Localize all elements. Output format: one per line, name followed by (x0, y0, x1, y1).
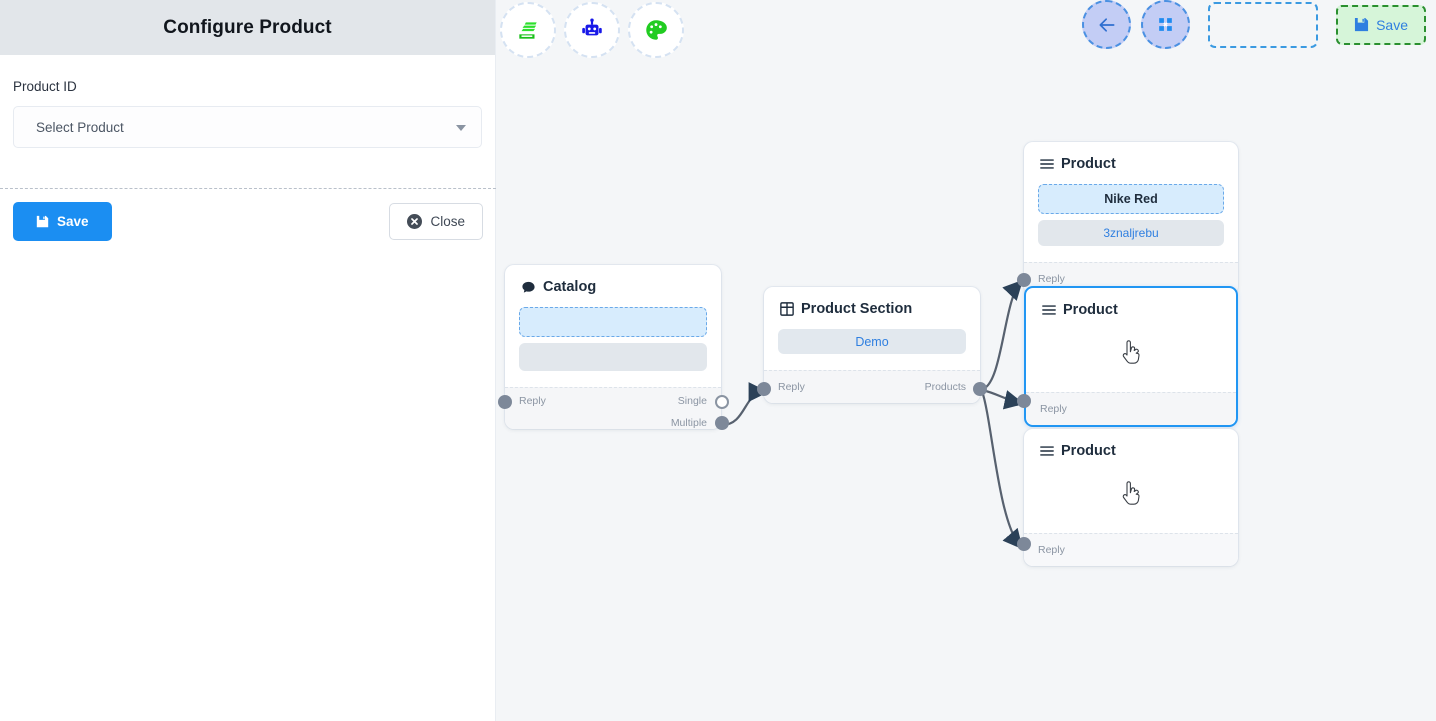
edge-products-to-product2 (981, 388, 1025, 410)
close-button-label: Close (430, 214, 465, 229)
chevron-down-icon (456, 125, 466, 131)
product-2-reply-label: Reply (1040, 403, 1067, 415)
node-product-section-body: Demo (764, 329, 980, 370)
product-1-solid-chip[interactable]: 3znaljrebu (1038, 220, 1224, 246)
close-icon (407, 214, 423, 229)
port-product-3-reply[interactable] (1017, 537, 1031, 551)
node-product-2-header: Product (1026, 288, 1236, 330)
compress-icon (1159, 18, 1172, 31)
grid-icon (780, 302, 794, 316)
catalog-multiple-label: Multiple (670, 417, 707, 429)
port-catalog-reply[interactable] (498, 395, 512, 409)
node-catalog-title: Catalog (543, 279, 597, 295)
save-button-label: Save (57, 214, 89, 229)
node-catalog-header: Catalog (505, 265, 721, 307)
product-1-reply-label: Reply (1038, 273, 1065, 285)
toolbar-empty-slot (1208, 1, 1319, 48)
node-catalog-body (505, 307, 721, 387)
panel-divider (0, 188, 496, 189)
catalog-reply-label: Reply (519, 395, 546, 407)
node-catalog[interactable]: Catalog Reply Single Multiple (505, 265, 721, 429)
port-catalog-multiple[interactable] (715, 416, 729, 430)
list-icon (1042, 305, 1056, 315)
floppy-icon (1355, 17, 1369, 32)
node-product-3-body (1024, 471, 1238, 533)
product-id-label: Product ID (13, 79, 77, 94)
back-button[interactable] (1082, 0, 1132, 49)
page-title: Configure Product (163, 16, 332, 38)
chat-bubble-icon (522, 281, 535, 293)
palette-icon (646, 20, 667, 40)
panel-body: Product ID Select Product (0, 55, 495, 148)
node-product-1-header: Product (1024, 142, 1238, 184)
floppy-icon (36, 215, 49, 228)
panel-actions: Save Close (0, 188, 496, 241)
product-3-reply-label: Reply (1038, 544, 1065, 556)
port-product-2-reply[interactable] (1017, 394, 1031, 408)
list-icon (1040, 159, 1054, 169)
catalog-dashed-slot[interactable] (519, 307, 707, 337)
node-product-1-title: Product (1061, 156, 1116, 172)
arrow-left-icon (1099, 17, 1115, 32)
close-button[interactable]: Close (389, 203, 483, 240)
node-product-3[interactable]: Product Reply (1024, 429, 1238, 566)
node-product-1[interactable]: Product Nike Red 3znaljrebu Reply (1024, 142, 1238, 295)
edge-products-to-product1 (981, 279, 1024, 391)
port-product-1-reply[interactable] (1017, 273, 1031, 287)
node-product-3-header: Product (1024, 429, 1238, 471)
stack-icon-button[interactable] (500, 2, 556, 58)
canvas-save-label: Save (1376, 16, 1408, 33)
node-catalog-footer: Reply Single Multiple (505, 387, 721, 429)
canvas-save-button[interactable]: Save (1336, 4, 1426, 45)
palette-icon-button[interactable] (628, 2, 684, 58)
node-product-section-header: Product Section (764, 287, 980, 329)
configure-product-panel: Configure Product Product ID Select Prod… (0, 0, 496, 721)
node-product-2-footer: Reply (1026, 392, 1236, 425)
pointer-hand-icon (1122, 340, 1140, 364)
catalog-filled-slot[interactable] (519, 343, 707, 371)
node-product-section-title: Product Section (801, 301, 913, 317)
node-product-2[interactable]: Product Reply (1024, 286, 1238, 427)
product-select-value: Select Product (36, 119, 124, 135)
node-product-2-title: Product (1063, 302, 1118, 318)
section-products-label: Products (924, 381, 966, 393)
node-product-2-body (1026, 330, 1236, 392)
pointer-hand-icon (1122, 481, 1140, 505)
product-1-dashed-chip[interactable]: Nike Red (1038, 184, 1224, 214)
stack-icon (519, 22, 537, 39)
robot-icon (582, 18, 602, 36)
port-section-products[interactable] (973, 382, 987, 396)
node-product-section-footer: Reply Products (764, 370, 980, 403)
port-catalog-single[interactable] (715, 395, 729, 409)
node-product-1-body: Nike Red 3znaljrebu (1024, 184, 1238, 262)
panel-header: Configure Product (0, 0, 495, 55)
list-icon (1040, 446, 1054, 456)
canvas-toolbar-right: Save (1082, 0, 1426, 49)
save-button[interactable]: Save (13, 202, 112, 241)
robot-icon-button[interactable] (564, 2, 620, 58)
demo-chip[interactable]: Demo (778, 329, 966, 354)
canvas-toolbar-left (500, 2, 684, 58)
node-product-3-footer: Reply (1024, 533, 1238, 566)
edge-products-to-product3 (980, 390, 1023, 550)
node-product-3-title: Product (1061, 443, 1116, 459)
port-section-reply[interactable] (757, 382, 771, 396)
flow-canvas[interactable]: Save Catalog Reply Single Multiple (496, 0, 1436, 721)
catalog-single-label: Single (677, 395, 707, 407)
node-product-section[interactable]: Product Section Demo Reply Products (764, 287, 980, 403)
product-select[interactable]: Select Product (13, 106, 482, 148)
fit-view-button[interactable] (1141, 0, 1191, 49)
section-reply-label: Reply (778, 381, 805, 393)
